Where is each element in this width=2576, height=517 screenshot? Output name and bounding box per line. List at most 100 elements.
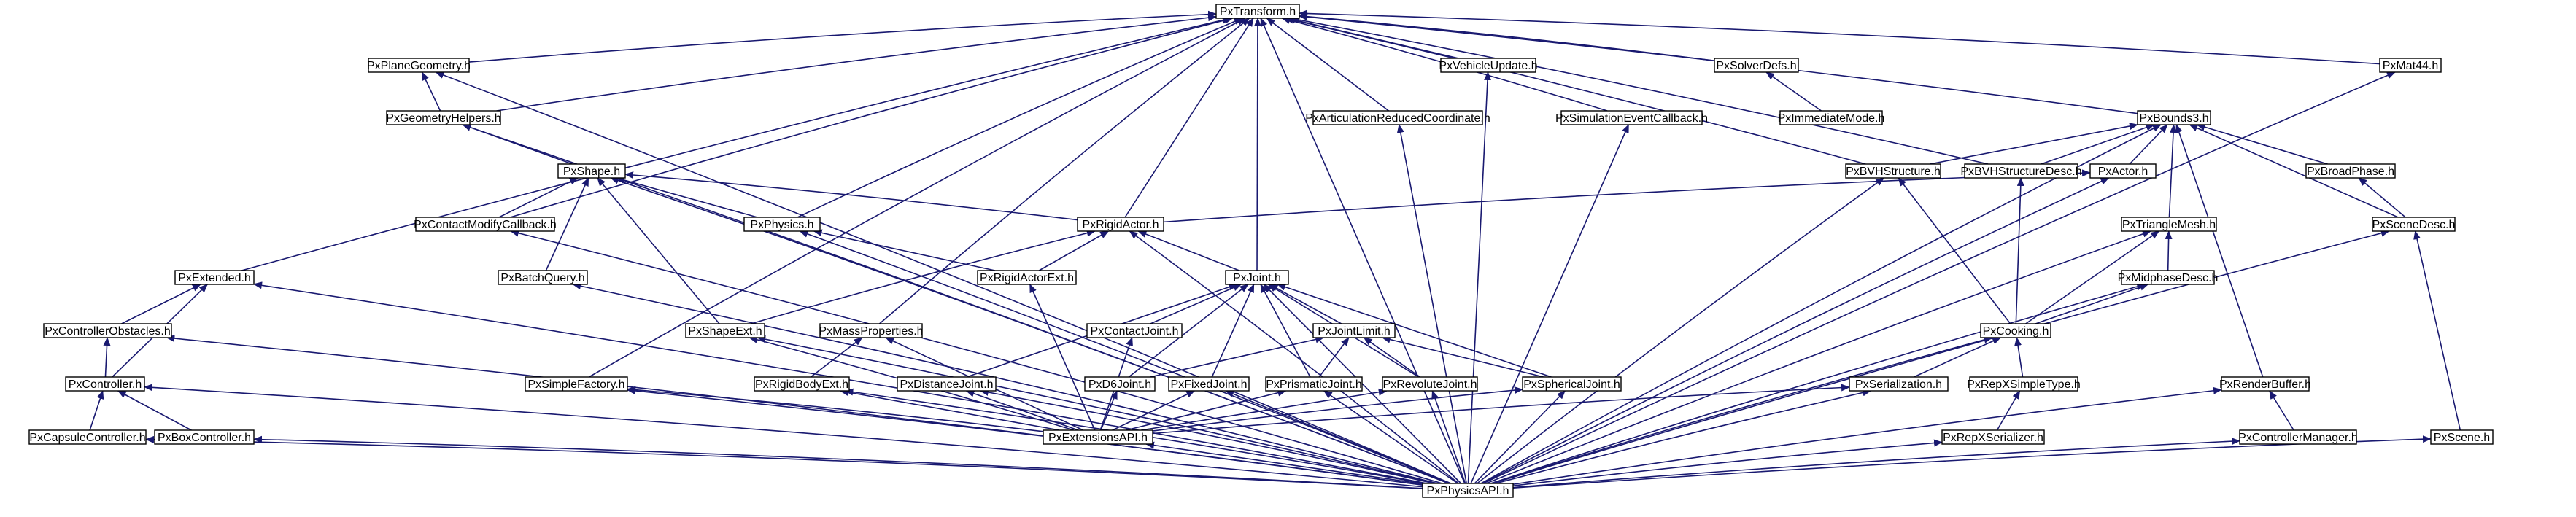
node-fixedjoint[interactable]: PxFixedJoint.h [1168,376,1250,392]
edge-scenedesc-to-bounds3 [2189,124,2399,218]
node-trimesh[interactable]: PxTriangleMesh.h [2121,217,2217,232]
edge-physicsapi-to-batchquery [572,282,1438,484]
node-ctrlmgr[interactable]: PxControllerManager.h [2238,429,2358,445]
edge-physicsapi-to-capsule [145,435,1423,489]
node-d6joint[interactable]: PxD6Joint.h [1084,376,1156,392]
node-artic[interactable]: PxArticulationReducedCoordinate.h [1305,110,1490,125]
node-box-rigidactor [1077,217,1164,232]
node-box-spherical [1522,376,1622,392]
edge-cooking-to-bvhdesc [2015,177,2024,324]
node-physicsapi[interactable]: PxPhysicsAPI.h [1422,483,1514,498]
node-distancejoint[interactable]: PxDistanceJoint.h [897,376,997,392]
node-box-serialization [1849,376,1949,392]
node-scene[interactable]: PxScene.h [2430,429,2494,445]
edge-extapi-to-rigidactorext [1029,284,1096,431]
edge-rigidactor-to-actor [1163,169,2091,223]
node-contactmod[interactable]: PxContactModifyCallback.h [414,217,557,232]
node-box-simplefactory [525,376,628,392]
node-box-ctrlmgr [2239,429,2357,445]
edge-capsule-to-controller [89,390,104,431]
node-box-prismatic [1265,376,1363,392]
node-joint[interactable]: PxJoint.h [1225,270,1289,285]
node-transform[interactable]: PxTransform.h [1215,4,1300,19]
node-bounds3[interactable]: PxBounds3.h [2137,110,2211,125]
node-vehicle[interactable]: PxVehicleUpdate.h [1439,58,1538,73]
node-serialization[interactable]: PxSerialization.h [1849,376,1949,392]
edge-prismatic-to-jointlimit [1318,337,1350,378]
node-batchquery[interactable]: PxBatchQuery.h [498,270,588,285]
node-box[interactable]: PxBoxController.h [154,429,255,445]
node-geomhelpers[interactable]: PxGeometryHelpers.h [386,110,501,125]
node-cooking[interactable]: PxCooking.h [1980,323,2051,338]
node-box-controller [65,376,145,392]
node-ctrlobst[interactable]: PxControllerObstacles.h [43,323,172,338]
node-shapeext[interactable]: PxShapeExt.h [685,323,765,338]
node-box-contactjoint [1086,323,1183,338]
node-label-trimesh: PxTriangleMesh.h [2122,219,2216,231]
edge-geomhelpers-to-transform [496,14,1217,112]
node-revolute[interactable]: PxRevoluteJoint.h [1382,376,1478,392]
node-solverdefs[interactable]: PxSolverDefs.h [1714,58,1799,73]
node-massprops[interactable]: PxMassProperties.h [819,323,924,338]
node-contactjoint[interactable]: PxContactJoint.h [1086,323,1183,338]
edge-physicsapi-to-serialization [1496,389,1872,484]
node-jointlimit[interactable]: PxJointLimit.h [1312,323,1396,338]
edge-rigidactor-to-transform [1124,18,1254,218]
node-spherical[interactable]: PxSphericalJoint.h [1522,376,1622,392]
node-box-jointlimit [1312,323,1396,338]
node-simplefactory[interactable]: PxSimpleFactory.h [525,376,628,392]
node-bvhdesc[interactable]: PxBVHStructureDesc.h [1960,163,2082,179]
node-replser[interactable]: PxRepXSerializer.h [1941,429,2045,445]
node-actor[interactable]: PxActor.h [2089,163,2157,179]
edges-layer [89,9,2461,489]
node-bvhstruct[interactable]: PxBVHStructure.h [1845,163,1941,179]
node-label-scenedesc: PxSceneDesc.h [2372,219,2456,231]
node-label-extapi: PxExtensionsAPI.h [1048,432,1148,444]
node-extapi[interactable]: PxExtensionsAPI.h [1043,429,1153,445]
node-rigidbodyext[interactable]: PxRigidBodyExt.h [754,376,850,392]
edge-physicsapi-to-vehicle [1467,71,1492,484]
node-box-renderbuf [2221,376,2310,392]
edge-physicsapi-to-fixedjoint [1225,390,1452,484]
node-label-actor: PxActor.h [2098,166,2148,178]
edge-trimesh-to-bounds3 [2168,124,2178,218]
edge-extapi-to-spherical [1152,386,1523,432]
node-replsimple[interactable]: PxRepXSimpleType.h [1967,376,2081,392]
node-box-actor [2089,163,2157,179]
node-renderbuf[interactable]: PxRenderBuffer.h [2219,376,2311,392]
node-label-vehicle: PxVehicleUpdate.h [1439,60,1537,72]
node-box-plane [368,58,470,73]
edge-scenedesc-to-broadphase [2358,177,2406,218]
edge-physicsapi-to-renderbuf [1512,386,2222,486]
node-physics[interactable]: PxPhysics.h [743,217,821,232]
node-broadphase[interactable]: PxBroadPhase.h [2305,163,2396,179]
node-label-revolute: PxRevoluteJoint.h [1383,378,1477,391]
edge-batchquery-to-shape [545,177,589,271]
node-box-physicsapi [1422,483,1514,498]
node-plane[interactable]: PxPlaneGeometry.h [367,58,471,73]
node-label-cooking: PxCooking.h [1983,325,2049,338]
node-extended[interactable]: PxExtended.h [174,270,255,285]
node-label-replser: PxRepXSerializer.h [1943,432,2043,444]
node-midphase[interactable]: PxMidphaseDesc.h [2118,270,2219,285]
node-controller[interactable]: PxController.h [65,376,145,392]
node-immediate[interactable]: PxImmediateMode.h [1778,110,1885,125]
node-label-spherical: PxSphericalJoint.h [1523,378,1620,391]
edge-physicsapi-to-artic [1396,124,1468,484]
node-mat44[interactable]: PxMat44.h [2379,58,2442,73]
edge-bvhdesc-to-bounds3 [2041,123,2155,165]
edge-physics-to-shape [616,176,758,218]
edge-replsimple-to-cooking [2014,337,2024,378]
node-simevent[interactable]: PxSimulationEventCallback.h [1555,110,1708,125]
edge-controller-to-ctrlobst [103,337,111,378]
node-rigidactorext[interactable]: PxRigidActorExt.h [977,270,1077,285]
node-rigidactor[interactable]: PxRigidActor.h [1077,217,1164,232]
node-shape[interactable]: PxShape.h [557,163,626,179]
node-box-ctrlobst [43,323,172,338]
edge-physicsapi-to-simevent [1470,124,1630,484]
edge-revolute-to-jointlimit [1363,337,1420,378]
node-prismatic[interactable]: PxPrismaticJoint.h [1265,376,1363,392]
node-scenedesc[interactable]: PxSceneDesc.h [2372,217,2456,232]
node-label-serialization: PxSerialization.h [1855,378,1942,391]
node-capsule[interactable]: PxCapsuleController.h [28,429,147,445]
